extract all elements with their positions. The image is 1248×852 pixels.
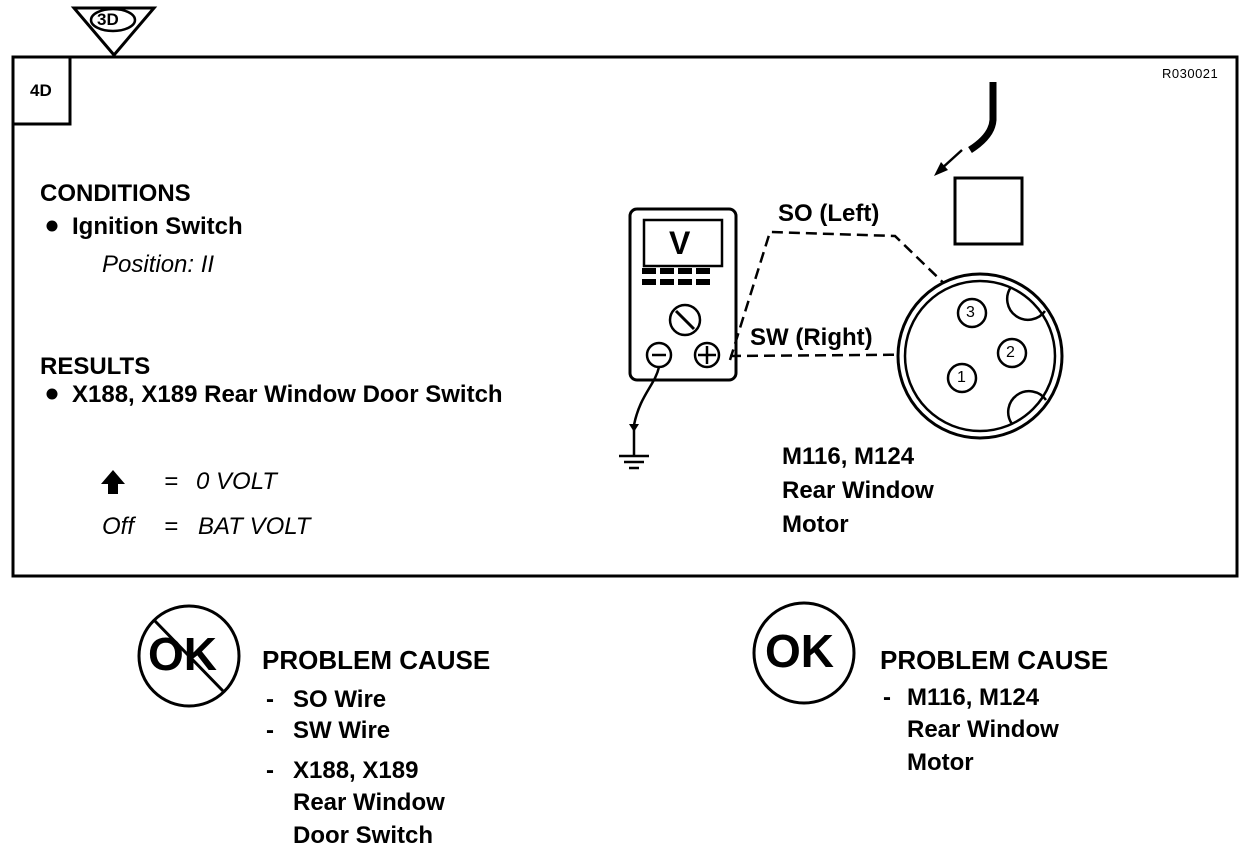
ok-cause-line-1: M116, M124 [907,684,1040,711]
legend-symbol-2: Off [102,513,135,540]
harness-connector-box [953,176,1024,246]
ok-dash-1: - [883,684,891,711]
step-panel [11,55,1239,578]
conditions-bullet [46,220,58,232]
not-ok-dash-3: - [266,757,274,784]
not-ok-cause-3-line-1: X188, X189 [293,757,419,784]
step-tag-box [11,55,72,126]
pin-2 [996,337,1028,369]
figure-code: R030021 [1162,66,1219,81]
sw-wire-dashed [729,352,991,358]
not-ok-cause-3-line-3: Door Switch [293,822,434,849]
ok-badge-text: OK [765,625,834,677]
not-ok-badge [137,604,241,708]
parent-step-tag [70,6,158,58]
pin-2-label: 2 [1006,344,1015,361]
not-ok-badge-text: OK [148,628,217,680]
ground-lead [629,366,661,455]
legend-value-2: BAT VOLT [198,513,311,540]
not-ok-cause-2: SW Wire [293,717,391,744]
meter-display: V [669,225,691,261]
so-wire-dashed [728,230,956,361]
conditions-item: Ignition Switch [72,213,243,240]
pin-1 [946,362,978,394]
step-label: 4D [30,81,52,100]
results-heading: RESULTS [40,353,151,380]
not-ok-heading: PROBLEM CAUSE [262,645,491,675]
component-line-2: Rear Window [782,477,934,504]
legend-eq-1: = [164,468,179,495]
motor-connector [896,272,1064,440]
legend-value-1: 0 VOLT [196,468,277,495]
pin-1-label: 1 [957,369,966,386]
results-bullet [46,388,58,400]
wire-label-sw: SW (Right) [750,324,873,351]
ok-heading: PROBLEM CAUSE [880,645,1109,675]
not-ok-dash-1: - [266,686,274,713]
results-item: X188, X189 Rear Window Door Switch [72,381,503,408]
ground-icon [619,454,649,470]
up-arrow-icon [101,470,125,494]
harness-wire [968,82,997,153]
legend-eq-2: = [164,513,179,540]
pin-3 [956,297,988,329]
conditions-detail: Position: II [102,251,215,278]
component-line-3: Motor [782,511,849,538]
component-line-1: M116, M124 [782,443,915,470]
ok-cause-line-3: Motor [907,749,974,776]
disconnect-arrow [934,162,948,176]
ok-badge [752,601,856,705]
conditions-heading: CONDITIONS [40,180,191,207]
not-ok-cause-1: SO Wire [293,686,387,713]
ok-cause-line-2: Rear Window [907,716,1059,743]
parent-step-label: 3D [97,10,119,29]
pin-3-label: 3 [966,304,975,321]
voltmeter [628,207,738,382]
wire-label-so: SO (Left) [778,200,880,227]
not-ok-cause-3-line-2: Rear Window [293,789,445,816]
not-ok-dash-2: - [266,717,274,744]
